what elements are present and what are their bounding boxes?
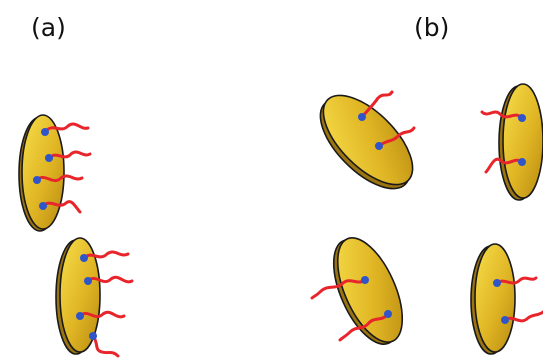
disc-b2 — [482, 84, 543, 200]
panel-label-a: (a) — [31, 15, 66, 40]
disc-a2 — [56, 238, 132, 356]
disc-a1 — [19, 115, 90, 231]
disc-b1 — [306, 81, 428, 204]
disc-b4 — [471, 244, 543, 354]
panel-label-b: (b) — [414, 15, 449, 40]
disc-b3 — [312, 229, 416, 354]
